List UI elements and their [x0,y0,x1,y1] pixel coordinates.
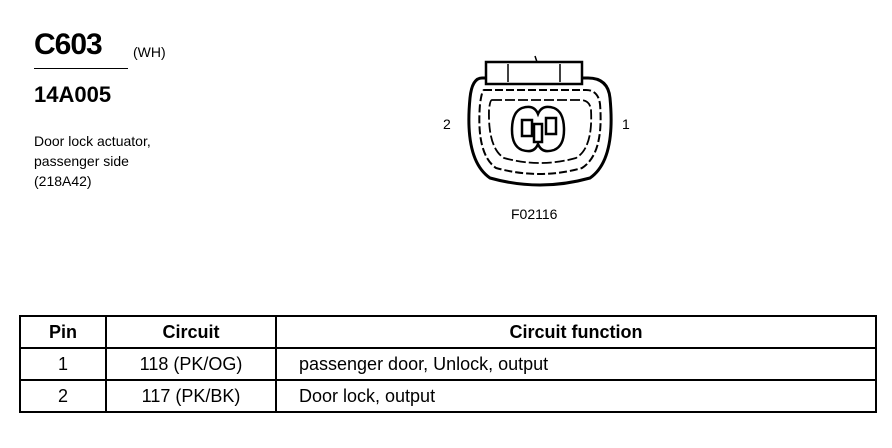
connector-face-diagram: 2 1 [443,55,630,187]
pin-label-1: 1 [622,116,630,132]
connector-description: Door lock actuator, passenger side (218A… [34,131,151,191]
connector-outer-shell [467,76,613,187]
circuit-cell: 117 (PK/BK) [105,379,277,413]
part-number: 14A005 [34,82,112,107]
description-line: passenger side [34,153,129,169]
connector-seal-ring [478,89,602,175]
figure-code: F02116 [511,206,558,222]
pinout-table: Pin Circuit Circuit function 1 118 (PK/O… [19,315,877,413]
function-cell: passenger door, Unlock, output [275,347,877,381]
header-circuit: Circuit [105,315,277,349]
connector-cavity [510,105,566,153]
locking-tab [484,60,584,86]
title-underline [34,68,128,69]
pin-cell: 2 [19,379,107,413]
description-line: (218A42) [34,173,92,189]
terminal-pin-2 [520,118,534,138]
polarization-key [532,122,544,144]
description-line: Door lock actuator, [34,133,151,149]
connector-color: (WH) [133,44,166,60]
connector-id: C603 [34,28,103,61]
function-cell: Door lock, output [275,379,877,413]
pin-label-2: 2 [443,116,451,132]
header-circuit-function: Circuit function [275,315,877,349]
header-pin: Pin [19,315,107,349]
pin-cell: 1 [19,347,107,381]
circuit-cell: 118 (PK/OG) [105,347,277,381]
table-row: 2 117 (PK/BK) Door lock, output [19,379,877,413]
terminal-pin-1 [544,116,558,136]
table-header-row: Pin Circuit Circuit function [19,315,877,349]
table-row: 1 118 (PK/OG) passenger door, Unlock, ou… [19,347,877,381]
